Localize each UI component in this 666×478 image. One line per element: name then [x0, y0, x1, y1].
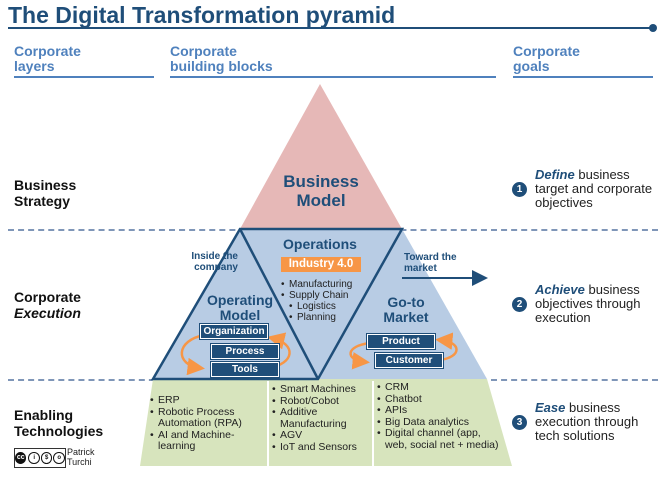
tech-item: Robotic Process Automation (RPA) — [150, 406, 266, 430]
layer-execution-line2: Execution — [14, 305, 81, 321]
goal-verb: Define — [535, 167, 575, 182]
tech-list-operations: Smart Machines Robot/Cobot Additive Manu… — [272, 383, 372, 454]
cc-license-icon: cc i $ o — [14, 448, 66, 468]
column-rule-blocks — [170, 76, 496, 78]
business-model-line1: Business — [283, 172, 359, 191]
column-header-blocks-line2: building blocks — [170, 58, 273, 74]
industry-badge: Industry 4.0 — [281, 257, 361, 272]
organization-block: Organization — [200, 324, 268, 339]
goal-number-badge: 2 — [512, 297, 527, 312]
page-title: The Digital Transformation pyramid — [8, 2, 396, 28]
goal-verb: Ease — [535, 400, 566, 415]
layer-enabling-line2: Technologies — [14, 423, 104, 439]
operating-model-line2: Model — [219, 307, 261, 323]
operating-cycle-left — [180, 333, 206, 376]
goal-number-badge: 3 — [512, 415, 527, 430]
operations-divider — [238, 228, 320, 380]
toward-market-label: Toward the market — [404, 252, 474, 274]
tech-item: Smart Machines — [272, 383, 372, 396]
title-rule-dot — [649, 24, 657, 32]
goal-2: 2 Achieve business objectives through ex… — [512, 282, 661, 327]
goal-verb: Achieve — [535, 282, 585, 297]
tech-item: APIs — [377, 404, 505, 417]
operations-item: Logistics — [281, 301, 371, 312]
layer-strategy-line1: Business — [14, 177, 77, 193]
product-block: Product — [367, 334, 435, 349]
column-header-goals-line2: goals — [513, 58, 550, 74]
tech-item: Robot/Cobot — [272, 395, 372, 408]
operating-model-label: Operating Model — [200, 293, 280, 323]
author-credit: Patrick Turchi — [67, 447, 95, 467]
go-to-market-label: Go-to Market — [374, 295, 438, 325]
tech-item: Chatbot — [377, 393, 505, 406]
tech-item: Digital channel (app, web, social net + … — [377, 427, 505, 451]
process-block: Process — [211, 344, 279, 359]
business-model-line2: Model — [296, 191, 346, 210]
tools-block: Tools — [211, 362, 279, 377]
tech-list-operating: ERP Robotic Process Automation (RPA) AI … — [150, 394, 266, 453]
tech-item: ERP — [150, 394, 266, 407]
business-model-label: Business Model — [262, 172, 380, 210]
layer-business-strategy: Business Strategy — [14, 177, 76, 209]
column-header-goals: Corporate goals — [513, 44, 580, 74]
toward-market-line2: market — [404, 263, 437, 274]
pyramid-tier-strategy — [240, 84, 402, 229]
tech-list-market: CRM Chatbot APIs Big Data analytics Digi… — [377, 381, 505, 451]
operations-item: Manufacturing — [281, 279, 371, 290]
column-header-blocks: Corporate building blocks — [170, 44, 273, 74]
tech-item: AI and Machine-learning — [150, 429, 266, 453]
column-header-layers: Corporate layers — [14, 44, 81, 74]
goal-text: business objectives through execution — [535, 282, 641, 325]
operations-item: Supply Chain — [281, 290, 371, 301]
inside-company-line2: company — [194, 262, 238, 273]
tech-item: CRM — [377, 381, 505, 394]
layer-enabling-line1: Enabling — [14, 407, 74, 423]
layer-execution-line1: Corporate — [14, 289, 81, 305]
operations-label: Operations — [283, 236, 357, 252]
operations-list: Manufacturing Supply Chain Logistics Pla… — [281, 279, 371, 323]
column-rule-layers — [14, 76, 154, 78]
tech-item: Big Data analytics — [377, 416, 505, 429]
goal-3: 3 Ease business execution through tech s… — [512, 400, 661, 445]
operations-item: Planning — [281, 312, 371, 323]
operating-model-line1: Operating — [206, 292, 274, 308]
goal-number-badge: 1 — [512, 182, 527, 197]
column-header-layers-line2: layers — [14, 58, 55, 74]
inside-company-label: Inside the company — [176, 251, 238, 273]
layer-corporate-execution: Corporate Execution — [14, 289, 81, 321]
author-last-name: Turchi — [67, 457, 92, 467]
gtm-cycle-left — [349, 341, 371, 370]
layer-enabling-technologies: Enabling Technologies — [14, 407, 103, 439]
author-first-name: Patrick — [67, 447, 95, 457]
layer-strategy-line2: Strategy — [14, 193, 71, 209]
column-header-blocks-line1: Corporate — [170, 43, 237, 59]
goal-1: 1 Define business target and corporate o… — [512, 167, 661, 212]
customer-block: Customer — [375, 353, 443, 368]
gtm-cycle-right — [435, 332, 458, 362]
go-to-market-line2: Market — [383, 309, 429, 325]
title-rule — [8, 27, 656, 29]
column-header-layers-line1: Corporate — [14, 43, 81, 59]
inside-company-line1: Inside the — [191, 251, 238, 262]
go-to-market-line1: Go-to — [387, 294, 425, 310]
goal-text: business execution through tech solution… — [535, 400, 639, 443]
goal-text: business target and corporate objectives — [535, 167, 653, 210]
column-header-goals-line1: Corporate — [513, 43, 580, 59]
tech-item: Additive Manufacturing — [272, 406, 372, 430]
toward-market-line1: Toward the — [404, 252, 457, 263]
column-rule-goals — [513, 76, 653, 78]
tech-item: IoT and Sensors — [272, 441, 372, 454]
tech-item: AGV — [272, 429, 372, 442]
